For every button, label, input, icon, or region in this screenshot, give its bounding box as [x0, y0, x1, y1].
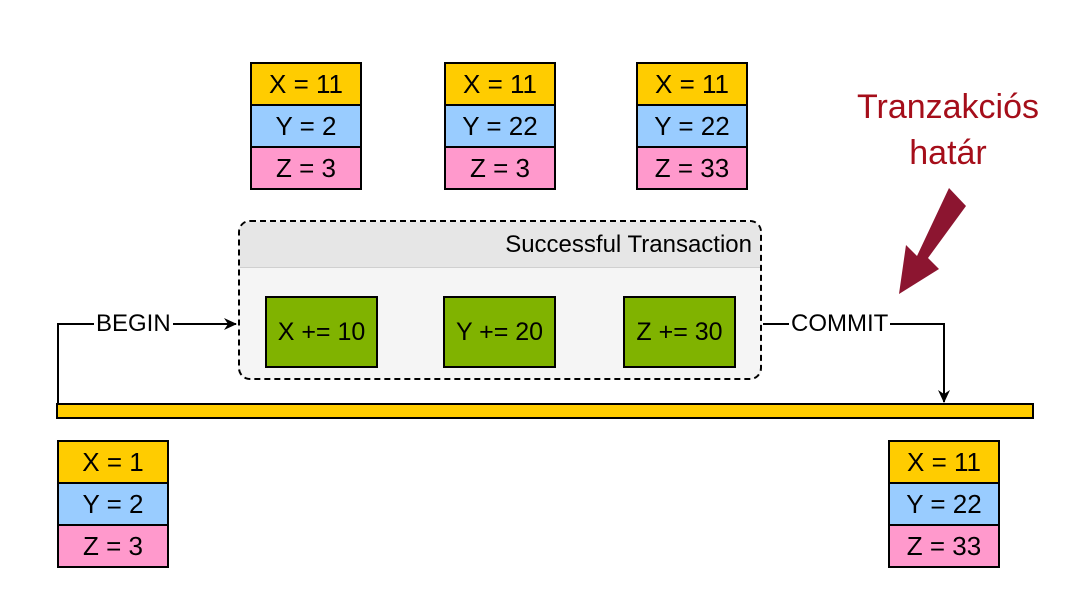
boundary-line-2: határ: [909, 134, 987, 172]
value-x: X = 11: [444, 62, 556, 106]
state-after-x: X = 11 Y = 2 Z = 3: [250, 62, 362, 190]
initial-state: X = 1 Y = 2 Z = 3: [57, 440, 169, 568]
value-y: Y = 22: [636, 106, 748, 148]
final-state: X = 11 Y = 22 Z = 33: [888, 440, 1000, 568]
value-z: Z = 3: [444, 148, 556, 190]
boundary-line-1: Tranzakciós: [856, 88, 1040, 126]
value-z: Z = 33: [888, 526, 1000, 568]
value-y: Y = 22: [888, 484, 1000, 526]
value-y: Y = 2: [57, 484, 169, 526]
state-after-y: X = 11 Y = 22 Z = 3: [444, 62, 556, 190]
value-z: Z = 3: [57, 526, 169, 568]
begin-connector: [57, 318, 237, 404]
transaction-boundary-label: Tranzakciós határ: [848, 84, 1048, 176]
value-z: Z = 3: [250, 148, 362, 190]
boundary-arrow: [899, 188, 966, 294]
value-x: X = 11: [888, 440, 1000, 484]
transaction-title: Successful Transaction: [240, 222, 760, 268]
value-y: Y = 22: [444, 106, 556, 148]
commit-label: COMMIT: [789, 310, 891, 338]
value-x: X = 1: [57, 440, 169, 484]
operation-x: X += 10: [265, 296, 378, 368]
operation-z: Z += 30: [623, 296, 736, 368]
begin-label: BEGIN: [94, 310, 173, 338]
value-x: X = 11: [250, 62, 362, 106]
value-z: Z = 33: [636, 148, 748, 190]
value-y: Y = 2: [250, 106, 362, 148]
operation-y: Y += 20: [443, 296, 556, 368]
state-after-z: X = 11 Y = 22 Z = 33: [636, 62, 748, 190]
timeline-bar: [56, 403, 1034, 419]
value-x: X = 11: [636, 62, 748, 106]
